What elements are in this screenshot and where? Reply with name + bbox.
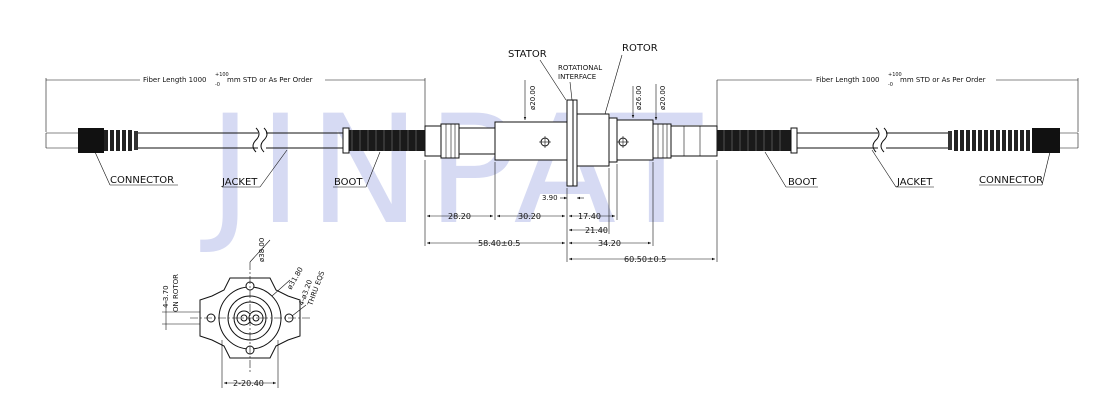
dim-rotor-diameter: ø26.00 <box>635 86 643 110</box>
rotor-barrel <box>576 113 610 167</box>
dim-30-20: 30.20 <box>518 212 541 221</box>
left-boot <box>349 130 425 151</box>
right-connector-grip <box>948 130 1030 151</box>
left-fiber-assembly: Fiber Length 1000 +100 -0 mm STD or As P… <box>45 72 426 188</box>
left-jacket-label: JACKET <box>221 177 258 188</box>
dim-3-90: 3.90 <box>542 194 558 202</box>
left-connector-grip <box>104 130 138 151</box>
rotor-label: ROTOR <box>622 43 658 54</box>
dim-spacing: 2-20.40 <box>233 379 264 388</box>
slip-ring-body: ø20.00 ø26.00 ø20.00 STATOR ROTATIONAL I… <box>424 43 718 264</box>
dim-60-50: 60.50±0.5 <box>624 255 666 264</box>
dim-on-rotor: ON ROTOR <box>172 274 180 312</box>
right-boot <box>717 130 791 151</box>
rotational-interface-flange <box>566 99 574 187</box>
dim-end-diameter-31-80: ø31.80 <box>286 266 305 291</box>
stator-label: STATOR <box>508 49 547 60</box>
right-fiber-length-label: Fiber Length 1000 <box>816 76 880 84</box>
dim-right-diameter: ø20.00 <box>659 86 667 110</box>
dim-58-40: 58.40±0.5 <box>478 239 520 248</box>
right-fiber-assembly: Fiber Length 1000 +100 -0 mm STD or As P… <box>716 72 1079 188</box>
rotational-interface-label-2: INTERFACE <box>558 73 596 81</box>
dim-end-diameter-38: ø38.00 <box>258 238 266 262</box>
right-connector-body <box>1032 128 1060 153</box>
svg-text:-0: -0 <box>888 82 893 88</box>
left-connector-body <box>78 128 104 153</box>
rotational-interface-label-1: ROTATIONAL <box>558 64 602 72</box>
left-fiber-length-label: Fiber Length 1000 <box>143 76 207 84</box>
right-boot-label: BOOT <box>788 177 817 188</box>
end-view: ø38.00 ø31.80 4-ø3.20 THRU EQS 4-3.70 ON… <box>162 238 326 388</box>
dim-rotor-holes: 4-3.70 <box>162 285 170 308</box>
stator-barrel <box>494 121 568 161</box>
right-jacket-label: JACKET <box>896 177 933 188</box>
right-fiber-suffix-label: mm STD or As Per Order <box>900 76 986 84</box>
dim-17-40: 17.40 <box>578 212 601 221</box>
svg-text:+100: +100 <box>215 72 229 78</box>
svg-text:-0: -0 <box>215 82 220 88</box>
left-fiber-suffix-label: mm STD or As Per Order <box>227 76 313 84</box>
dim-21-40: 21.40 <box>585 226 608 235</box>
dim-stator-diameter: ø20.00 <box>529 86 537 110</box>
right-connector-label: CONNECTOR <box>979 175 1043 186</box>
svg-text:+100: +100 <box>888 72 902 78</box>
dim-34-20: 34.20 <box>598 239 621 248</box>
dim-28-20: 28.20 <box>448 212 471 221</box>
left-connector-label: CONNECTOR <box>110 175 174 186</box>
left-boot-label: BOOT <box>334 177 363 188</box>
watermark-text: JINPAT <box>200 84 708 258</box>
